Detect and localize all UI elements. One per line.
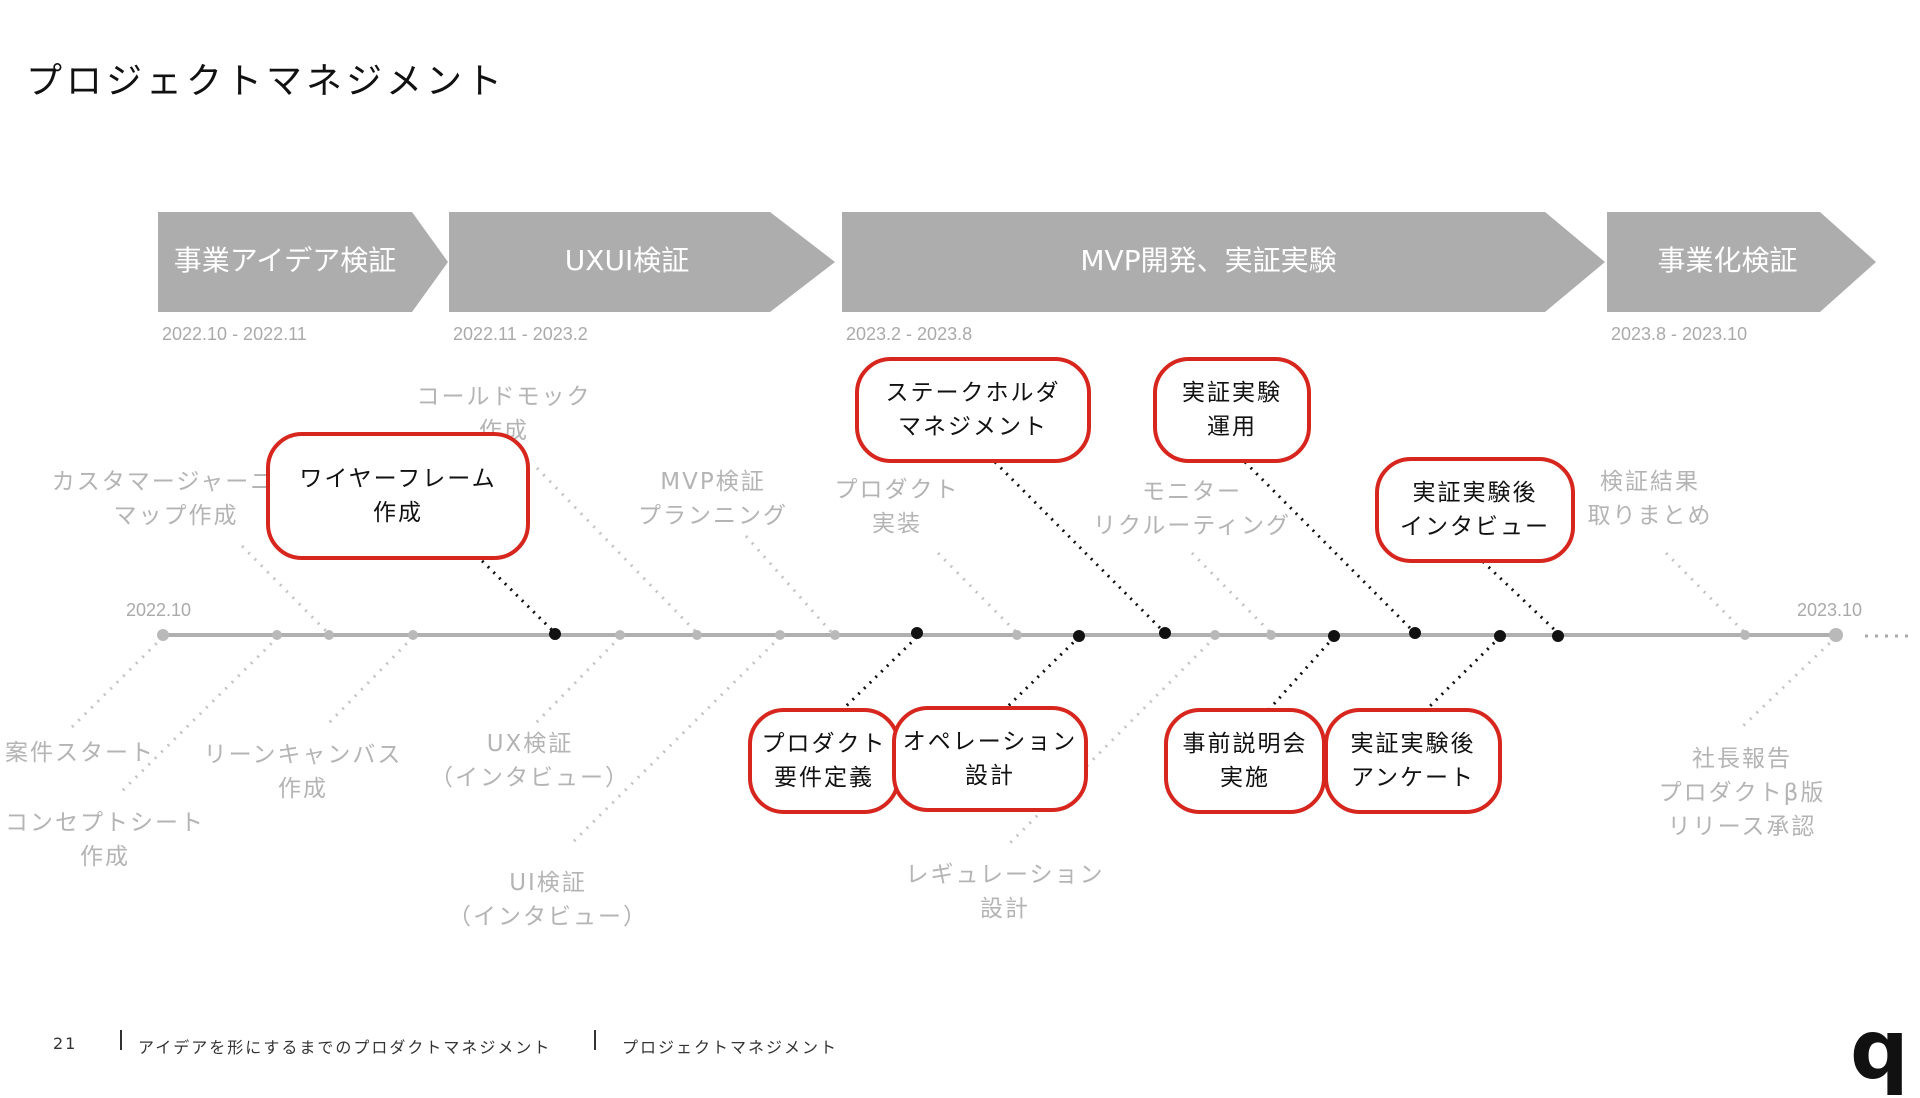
task-wireframe: ワイヤーフレーム作成 <box>266 432 530 560</box>
phase-label-1: 事業アイデア検証 <box>173 244 397 277</box>
phase-arrow-1 <box>158 212 448 312</box>
gray-connectors <box>70 466 1838 847</box>
task-project-start: 案件スタート <box>5 740 155 766</box>
footer-section: アイデアを形にするまでのプロダクトマネジメント <box>138 1038 552 1057</box>
phase-dates-2: 2022.11 - 2023.2 <box>453 324 588 344</box>
task-pilot-operation: 実証実験運用 <box>1153 357 1311 463</box>
footer-page-number: 21 <box>53 1034 78 1053</box>
task-post-pilot-interview: 実証実験後インタビュー <box>1375 457 1575 563</box>
task-ceo-report: 社長報告プロダクトβ版リリース承認 <box>1658 746 1826 840</box>
gray-milestones <box>157 628 1843 642</box>
phase-arrow-2 <box>449 212 835 312</box>
task-mvp-planning: MVP検証プランニング <box>638 469 788 529</box>
page-title: プロジェクトマネジメント <box>26 61 507 102</box>
timeline-end-label: 2023.10 <box>1797 600 1863 620</box>
task-cold-mock: コールドモック作成 <box>416 384 592 444</box>
task-regulation-design: レギュレーション設計 <box>905 862 1105 922</box>
task-product-requirements: プロダクト要件定義 <box>748 708 900 814</box>
task-customer-journey-map: カスタマージャーニーマップ作成 <box>51 469 301 529</box>
brand-logo: q <box>1850 1003 1909 1098</box>
highlight-milestones <box>549 627 1564 642</box>
footer-divider-1 <box>120 1030 122 1050</box>
footer-divider-2 <box>594 1030 596 1050</box>
task-concept-sheet: コンセプトシート作成 <box>5 810 205 870</box>
phase-label-3: MVP開発、実証実験 <box>1080 244 1337 277</box>
task-stakeholder-management: ステークホルダマネジメント <box>855 357 1091 463</box>
task-monitor-recruiting: モニターリクルーティング <box>1093 479 1291 539</box>
phase-arrow-4 <box>1607 212 1876 312</box>
phase-dates-4: 2023.8 - 2023.10 <box>1611 324 1748 344</box>
task-lean-canvas: リーンキャンバス作成 <box>203 742 403 802</box>
phase-label-2: UXUI検証 <box>564 244 690 277</box>
task-operation-design: オペレーション設計 <box>892 706 1088 812</box>
task-product-implementation: プロダクト実装 <box>834 477 960 537</box>
task-ui-validation: UI検証（インタビュー） <box>448 870 648 930</box>
timeline-start-label: 2022.10 <box>126 600 192 620</box>
phase-arrow-3 <box>842 212 1605 312</box>
highlight-connectors <box>463 460 1560 716</box>
task-ux-validation: UX検証（インタビュー） <box>430 731 630 791</box>
task-results-summary: 検証結果取りまとめ <box>1587 469 1713 529</box>
phase-label-4: 事業化検証 <box>1657 244 1798 277</box>
phase-dates-1: 2022.10 - 2022.11 <box>162 324 307 344</box>
task-post-pilot-survey: 実証実験後アンケート <box>1324 708 1502 814</box>
phase-dates-3: 2023.2 - 2023.8 <box>846 324 973 344</box>
footer-subsection: プロジェクトマネジメント <box>622 1038 839 1057</box>
task-briefing-session: 事前説明会実施 <box>1164 708 1326 814</box>
